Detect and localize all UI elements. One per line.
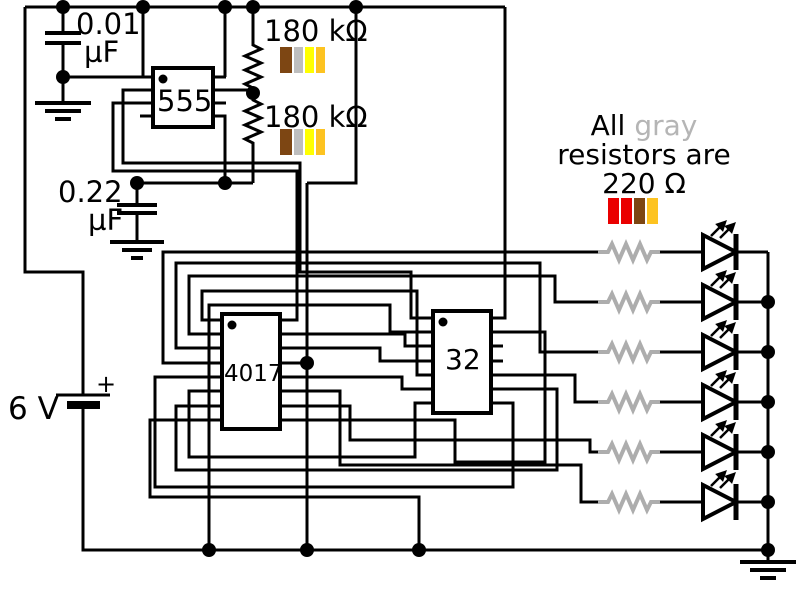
- battery-6v: 6 V +: [8, 370, 116, 427]
- note-line3: 220 Ω: [602, 167, 686, 200]
- ic-body: [431, 309, 493, 415]
- led-row-2: [598, 272, 768, 320]
- ic-32-label: 32: [445, 343, 481, 376]
- ic-body: [220, 312, 282, 431]
- capacitor2-unit: µF: [88, 203, 123, 237]
- capacitor1-value: 0.01: [76, 7, 141, 41]
- led-row-5: [598, 422, 768, 470]
- capacitor-0.01uF: 0.01 µF: [45, 7, 141, 69]
- ground-symbol-left: [35, 101, 91, 121]
- ground-symbol-middle: [110, 240, 164, 260]
- led-row-1: [598, 222, 768, 270]
- led-rows: [598, 222, 768, 520]
- capacitor1-unit: µF: [84, 35, 119, 69]
- wires: [23, 5, 770, 562]
- capacitor-0.22uF: 0.22 µF: [58, 175, 157, 237]
- timer-ic-555: 555: [140, 66, 226, 129]
- decade-counter-ic-4017: 4017: [207, 312, 295, 431]
- led-row-3: [598, 322, 768, 370]
- capacitor-plates: [117, 203, 157, 215]
- junction-dots: [56, 0, 775, 557]
- resistor1-color-bands: [280, 47, 325, 73]
- pin1-dot: [227, 320, 237, 330]
- resistor2-label: 180 kΩ: [264, 100, 368, 134]
- resistor2-color-bands: [280, 129, 325, 155]
- resistor-180k-pair: 180 kΩ 180 kΩ: [241, 7, 368, 183]
- led-row-6: [598, 472, 768, 520]
- note-line2: resistors are: [557, 138, 730, 171]
- capacitor-plates: [45, 31, 81, 45]
- led-row-4: [598, 372, 768, 420]
- ic-pins: [140, 75, 226, 118]
- or-gate-ic-32: 32: [423, 309, 503, 415]
- battery-label: 6 V: [8, 391, 59, 427]
- resistor1-label: 180 kΩ: [264, 14, 368, 48]
- ic-pins: [423, 316, 503, 405]
- pin1-dot: [438, 317, 448, 327]
- capacitor2-value: 0.22: [58, 175, 123, 209]
- ic-4017-label: 4017: [224, 361, 283, 387]
- ground-symbol-right: [740, 560, 796, 580]
- ic-555-label: 555: [157, 84, 212, 118]
- ic-pins: [207, 318, 295, 422]
- note-220ohm-color-bands: [608, 198, 658, 224]
- battery-plus-sign: +: [96, 370, 116, 398]
- pin1-dot: [158, 74, 168, 84]
